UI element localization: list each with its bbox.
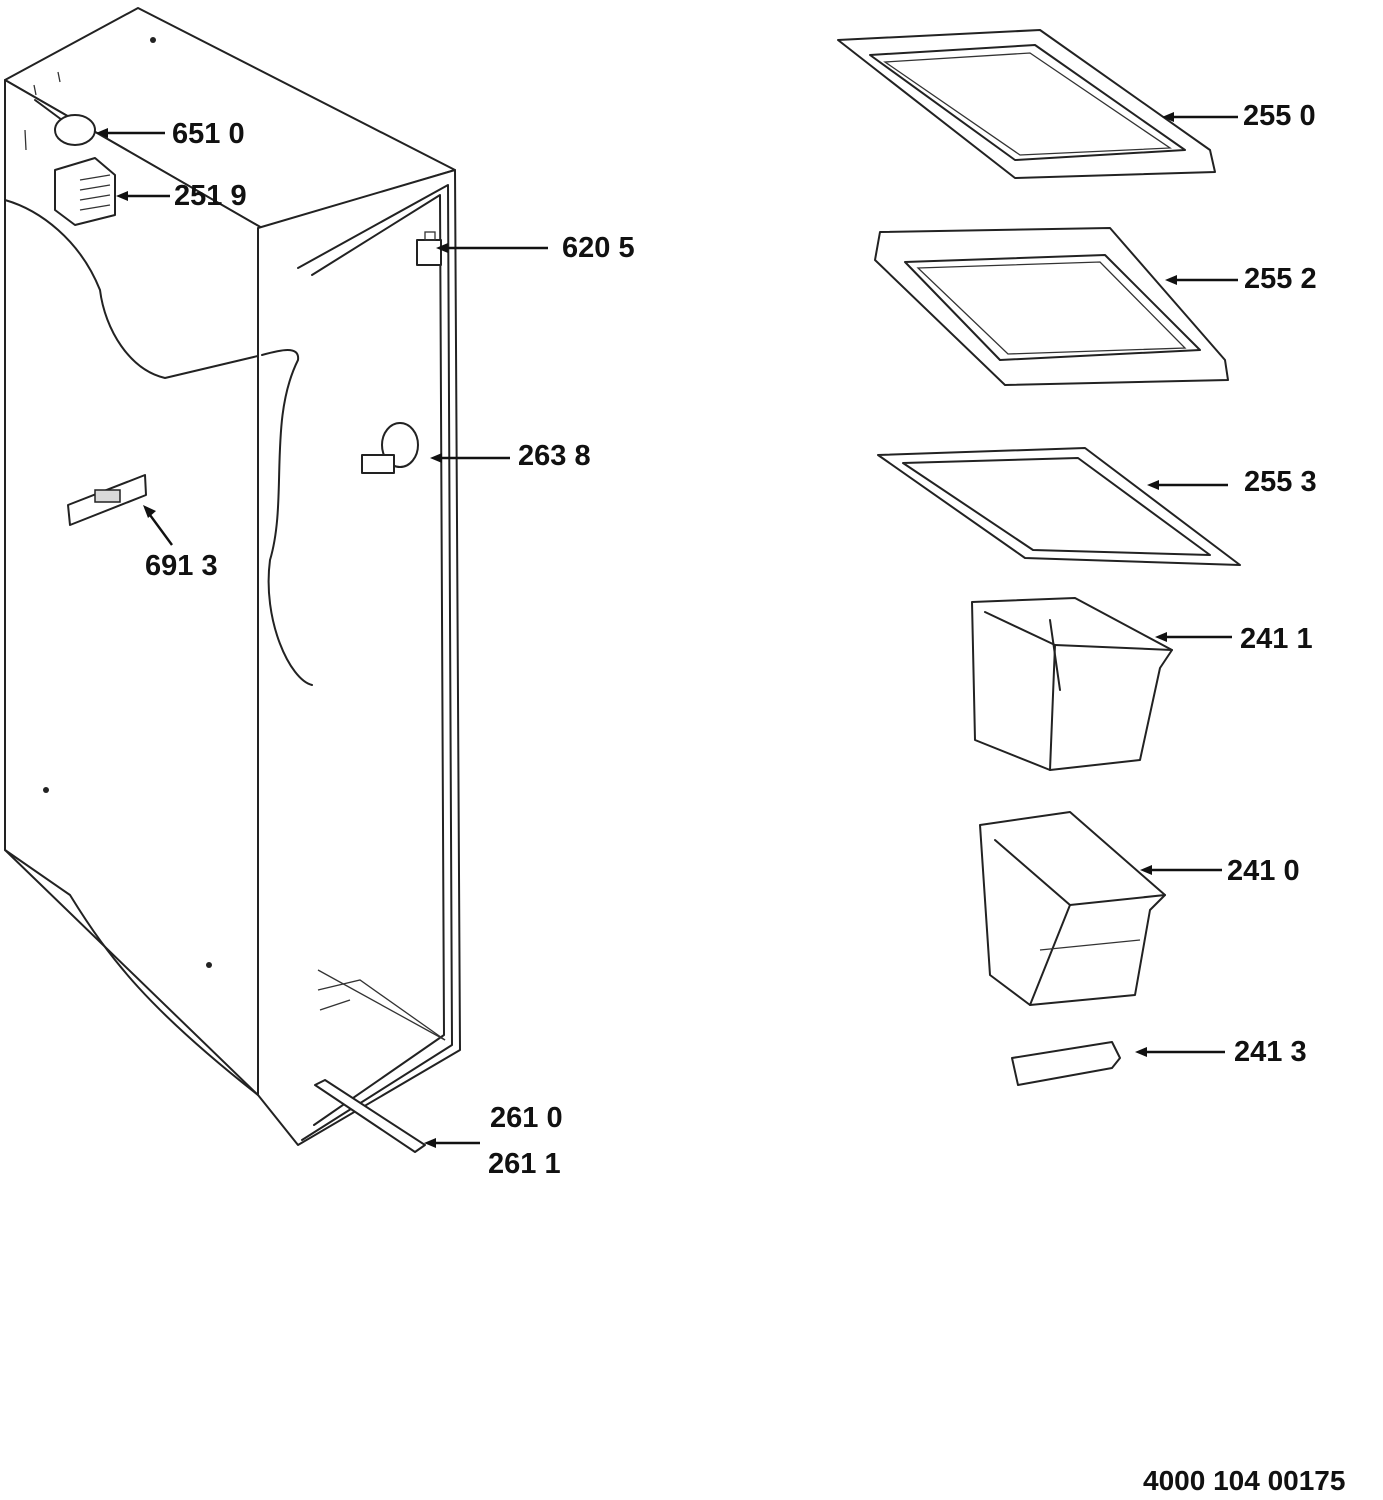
clip-part [54,157,116,226]
callout-label-2553: 255 3 [1244,466,1317,498]
callout-label-2638: 263 8 [518,440,591,472]
lamp-bulb-part [34,99,96,146]
callout-label-6913: 691 3 [145,550,218,582]
callout-label-2413: 241 3 [1234,1036,1307,1068]
shelf-2553-drawing [877,447,1241,566]
callout-label-2550: 255 0 [1243,100,1316,132]
callout-label-2519: 251 9 [174,180,247,212]
cabinet-drawing [4,7,461,1153]
document-number: 4000 104 00175 [1143,1465,1346,1496]
bin-2410-drawing [979,811,1166,1006]
strip-2413-drawing [1011,1041,1121,1086]
bin-2411-drawing [971,597,1173,771]
shelf-2550-drawing [837,29,1216,179]
callout-label-2610: 261 0 [490,1102,563,1134]
knob-part [361,422,419,474]
callout-label-2410: 241 0 [1227,855,1300,887]
label-plate-part [67,474,147,526]
callout-label-2552: 255 2 [1244,263,1317,295]
switch-part [416,231,442,266]
callout-label-6205: 620 5 [562,232,635,264]
leader-lines [96,112,1238,1148]
shelf-2552-drawing [874,227,1229,386]
callout-label-6510: 651 0 [172,118,245,150]
callout-label-2411: 241 1 [1240,623,1313,655]
callout-label-2611: 261 1 [488,1148,561,1180]
